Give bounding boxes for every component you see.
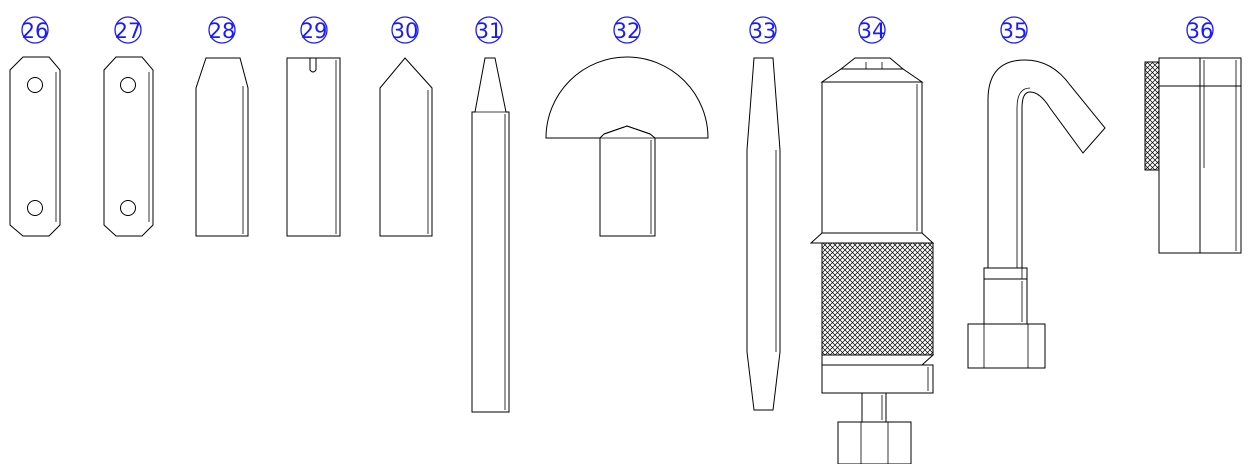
svg-text:32: 32 <box>614 19 641 43</box>
svg-text:33: 33 <box>750 19 777 43</box>
label-34: 34 <box>858 16 886 44</box>
part-30-pointed-blade <box>379 57 433 237</box>
label-29: 29 <box>300 16 328 44</box>
svg-text:30: 30 <box>392 19 419 43</box>
label-33: 33 <box>749 16 777 44</box>
part-28-blade <box>195 57 249 237</box>
part-31-long-rod <box>471 57 510 413</box>
label-30: 30 <box>391 16 419 44</box>
part-29-slotted-bar <box>286 57 341 237</box>
label-28: 28 <box>208 16 236 44</box>
part-26-plate <box>9 56 61 237</box>
label-36: 36 <box>1186 16 1214 44</box>
svg-text:31: 31 <box>476 19 503 43</box>
svg-text:34: 34 <box>859 19 886 43</box>
svg-text:29: 29 <box>301 19 328 43</box>
svg-text:28: 28 <box>209 19 236 43</box>
label-32: 32 <box>613 16 641 44</box>
label-31: 31 <box>475 16 503 44</box>
part-36-split-block <box>1144 57 1242 254</box>
part-33-double-taper-rod <box>746 57 781 411</box>
label-35: 35 <box>1000 16 1028 44</box>
part-34-knurled-handle <box>809 57 935 464</box>
part-27-plate <box>103 56 154 237</box>
label-26: 26 <box>21 16 49 44</box>
label-27: 27 <box>114 16 142 44</box>
part-32-half-round-tool <box>545 56 709 237</box>
svg-text:35: 35 <box>1001 19 1028 43</box>
svg-text:27: 27 <box>115 19 142 43</box>
svg-text:36: 36 <box>1187 19 1214 43</box>
svg-text:26: 26 <box>22 19 49 43</box>
part-35-hook-fitting <box>967 59 1106 369</box>
